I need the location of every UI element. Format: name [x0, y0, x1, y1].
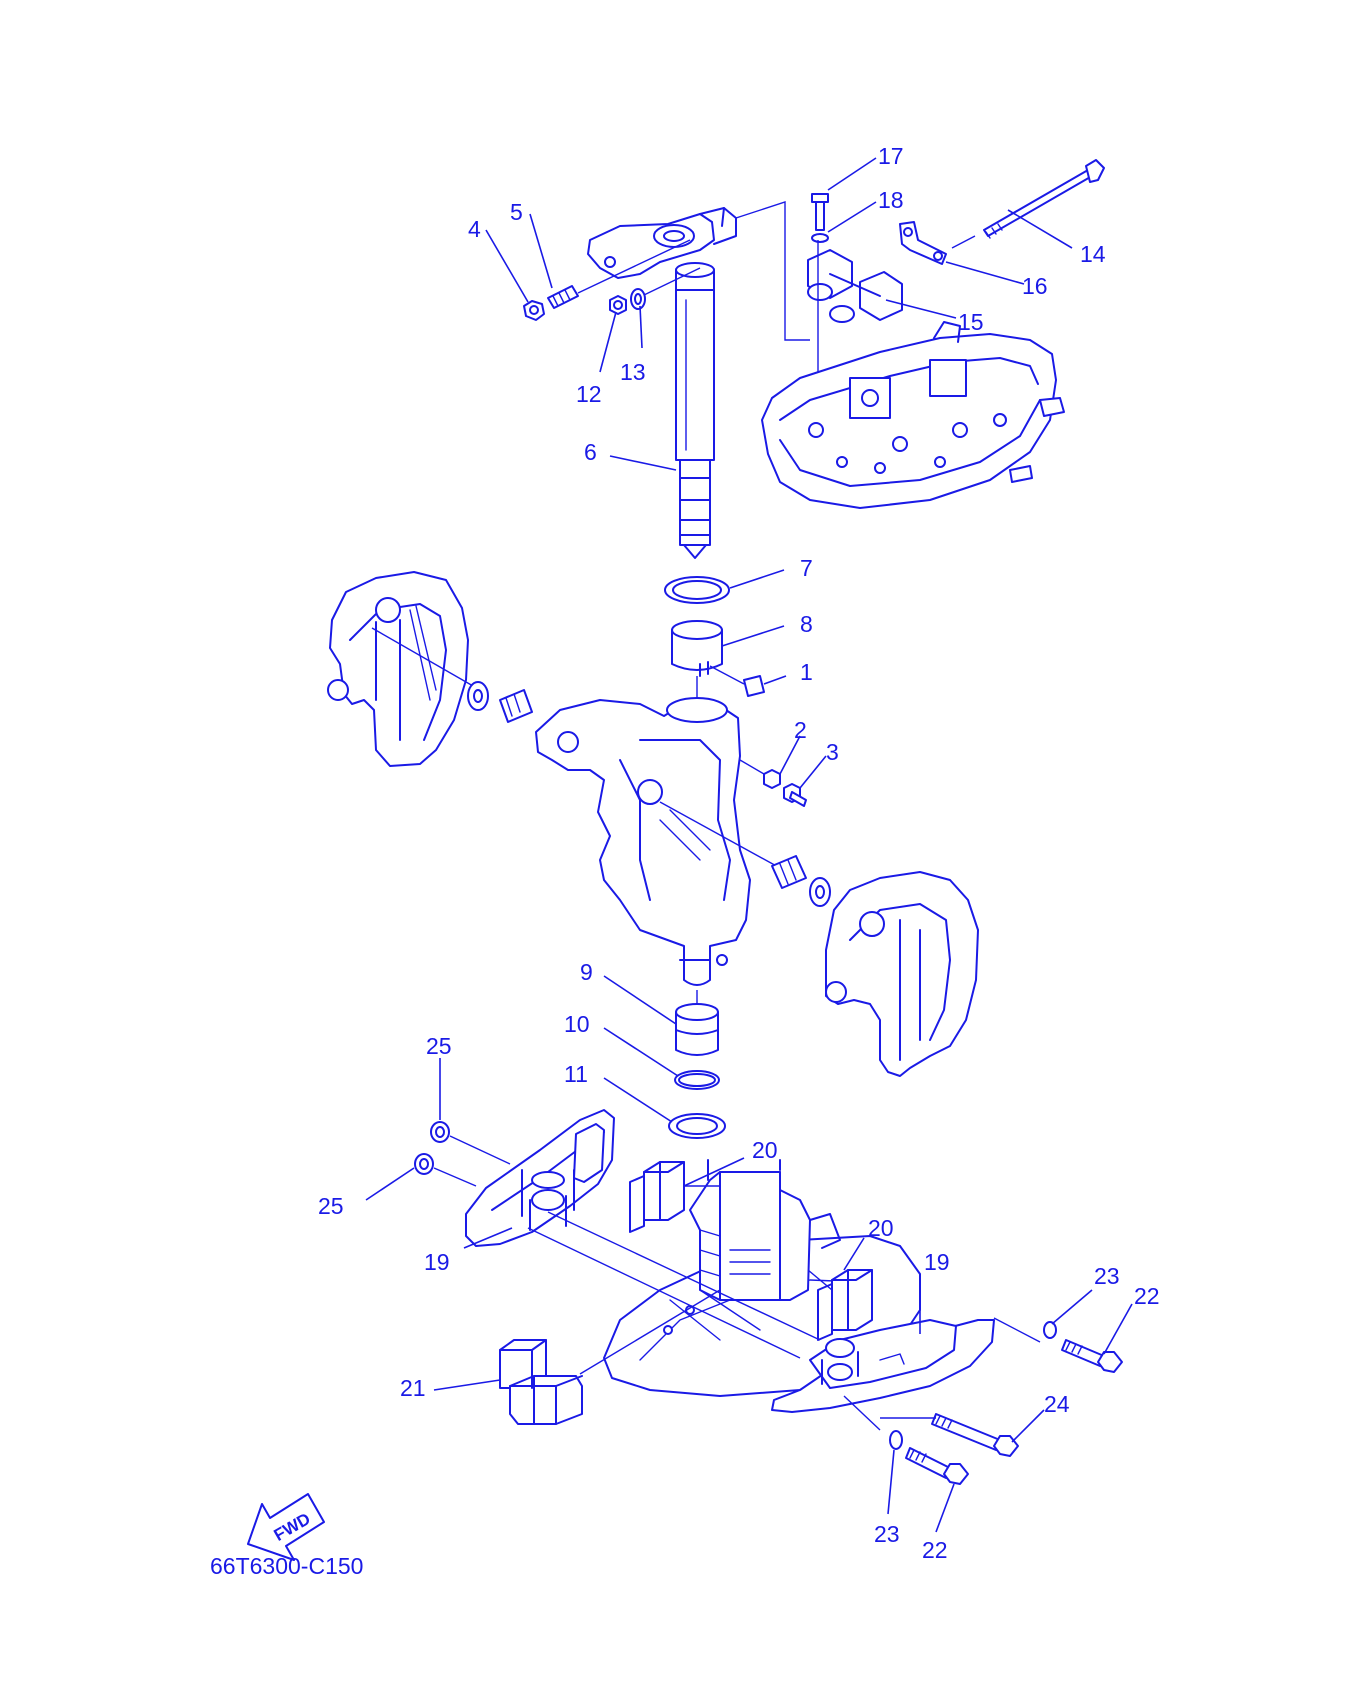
callout-22-top: 22 [1134, 1283, 1160, 1309]
callout-8: 8 [800, 611, 813, 637]
nut-2 [763, 769, 781, 789]
callout-10: 10 [564, 1011, 590, 1037]
damper-15 [807, 249, 903, 323]
bolt-22-top [1061, 1339, 1123, 1373]
bolt-24 [931, 1413, 1019, 1457]
callout-5: 5 [510, 199, 523, 225]
bushing-9 [675, 1003, 719, 1056]
callout-24: 24 [1044, 1391, 1070, 1417]
bolt-17 [811, 193, 829, 231]
callout-23-bottom: 23 [874, 1521, 900, 1547]
callout-14: 14 [1080, 241, 1106, 267]
callout-3: 3 [826, 739, 839, 765]
washer-25-bottom [414, 1153, 434, 1175]
damper-21 [499, 1339, 583, 1425]
diagram-code: 66T6300-C150 [210, 1553, 363, 1579]
callout-22-bottom: 22 [922, 1537, 948, 1563]
callout-19-right: 19 [924, 1249, 950, 1275]
clamp-bracket-left [327, 571, 469, 767]
callout-23-top: 23 [1094, 1263, 1120, 1289]
callout-20-bottom: 20 [868, 1215, 894, 1241]
callout-18: 18 [878, 187, 904, 213]
callout-labels: 17 18 5 4 14 16 15 13 12 6 7 8 1 2 3 9 1… [318, 143, 1160, 1563]
damper-20-top [629, 1161, 685, 1233]
upper-mount-plate [761, 321, 1065, 509]
bolt-14 [983, 159, 1105, 239]
bushing-left [499, 689, 533, 723]
callout-9: 9 [580, 959, 593, 985]
fwd-arrow: FWD [247, 1493, 325, 1561]
callout-21: 21 [400, 1375, 426, 1401]
washer-23-bottom [889, 1430, 903, 1450]
holder-19-left [465, 1109, 615, 1247]
callout-25-top: 25 [426, 1033, 452, 1059]
nut-12 [609, 295, 627, 315]
callout-11: 11 [564, 1061, 588, 1087]
callout-leaders [365, 157, 1133, 1533]
callout-20-top: 20 [752, 1137, 778, 1163]
steering-shaft-assembly [587, 207, 737, 559]
callout-19-left: 19 [424, 1249, 450, 1275]
callout-1: 1 [800, 659, 813, 685]
clamp-bracket-right [825, 871, 979, 1077]
callout-6: 6 [584, 439, 597, 465]
bracket-16 [899, 221, 947, 265]
holder-19-right [771, 1319, 995, 1413]
o-ring-10 [674, 1070, 720, 1090]
damper-20-bottom [817, 1269, 873, 1341]
swivel-bracket [535, 697, 751, 986]
callout-25-bottom: 25 [318, 1193, 344, 1219]
washer-23-top [1043, 1321, 1057, 1339]
callout-12: 12 [576, 381, 602, 407]
bolt-3 [783, 783, 807, 807]
callout-13: 13 [620, 359, 646, 385]
washer-left [467, 681, 489, 711]
nut-4 [523, 300, 545, 321]
callout-2: 2 [794, 717, 807, 743]
callout-15: 15 [958, 309, 984, 335]
washer-25-top [430, 1121, 450, 1143]
callout-17: 17 [878, 143, 904, 169]
clip-1 [743, 675, 765, 697]
bushing-right [771, 855, 807, 889]
washer-18 [811, 233, 829, 243]
washer-7 [664, 576, 730, 604]
callout-4: 4 [468, 216, 481, 242]
screw-5 [547, 285, 579, 309]
washer-13 [630, 288, 646, 310]
bushing-8 [671, 620, 723, 677]
callout-7: 7 [800, 555, 813, 581]
washer-11 [668, 1113, 726, 1139]
bolt-22-bottom [905, 1447, 969, 1485]
washer-right [809, 877, 831, 907]
callout-16: 16 [1022, 273, 1048, 299]
